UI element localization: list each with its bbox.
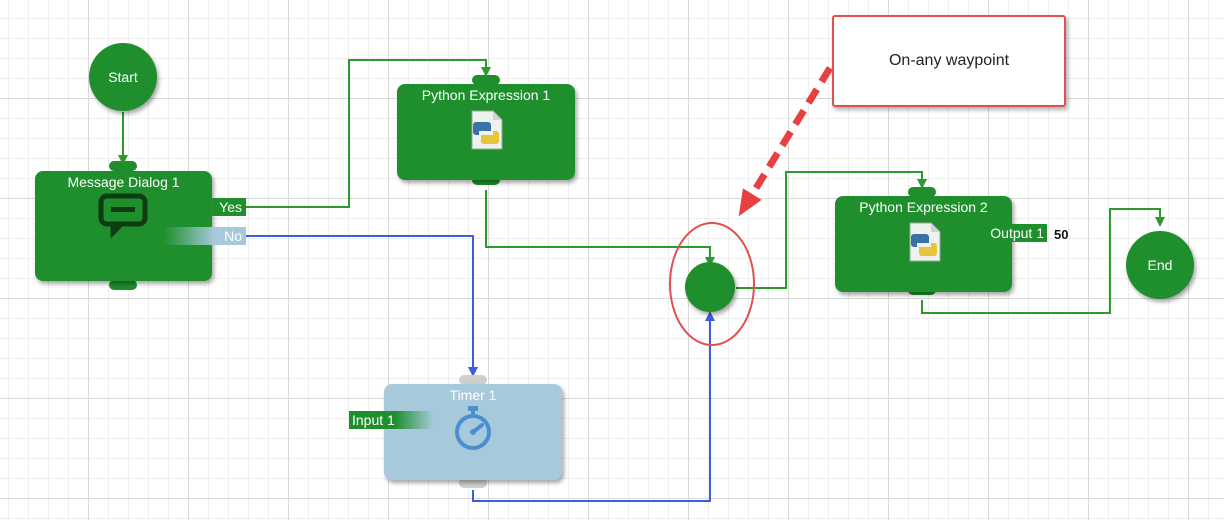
python-expression-2-output-port[interactable]: Output 1 (960, 224, 1047, 242)
message-dialog-input-connector[interactable] (109, 161, 137, 171)
python-file-icon (471, 110, 503, 150)
message-dialog-title: Message Dialog 1 (67, 174, 180, 190)
annotation-dashed-arrow (738, 66, 833, 217)
end-node[interactable]: End (1126, 231, 1194, 299)
output-value: 50 (1054, 227, 1069, 242)
timer-node[interactable]: Timer 1 (384, 384, 562, 480)
timer-input-port[interactable]: Input 1 (349, 411, 433, 429)
start-node[interactable]: Start (89, 43, 157, 111)
timer-output-connector[interactable] (459, 478, 487, 488)
wire-waypoint-to-python-expression-2[interactable] (736, 171, 927, 289)
start-label: Start (108, 69, 138, 85)
wire-python-expression-1-to-waypoint[interactable] (485, 190, 715, 267)
input-port-label: Input 1 (352, 412, 395, 428)
message-dialog-no-port[interactable]: No (164, 227, 246, 245)
python-expression-1-input-connector[interactable] (472, 75, 500, 85)
timer-input-connector[interactable] (459, 375, 487, 385)
timer-title: Timer 1 (449, 387, 497, 403)
annotation-callout: On-any waypoint (832, 15, 1066, 107)
message-dialog-yes-port[interactable]: Yes (164, 198, 246, 216)
no-port-label: No (224, 228, 242, 244)
waypoint-highlight-ellipse (669, 222, 755, 346)
annotation-text: On-any waypoint (888, 52, 1010, 69)
any-waypoint-node[interactable] (685, 262, 735, 312)
python-expression-1-output-connector[interactable] (472, 175, 500, 185)
message-dialog-node[interactable]: Message Dialog 1 (35, 171, 212, 281)
stopwatch-icon (455, 406, 491, 450)
python-file-icon (909, 222, 941, 262)
python-expression-1-node[interactable]: Python Expression 1 (397, 84, 575, 180)
python-expression-2-input-connector[interactable] (908, 187, 936, 197)
python-expression-2-node[interactable]: Python Expression 2 (835, 196, 1012, 292)
wire-no-to-timer[interactable] (246, 235, 478, 377)
output-port-label: Output 1 (990, 225, 1044, 241)
wire-python-expression-2-to-end[interactable] (921, 208, 1165, 314)
message-dialog-bottom-connector[interactable] (109, 280, 137, 290)
wire-yes-to-python-expression-1[interactable] (246, 59, 491, 208)
chat-bubble-icon (98, 193, 148, 239)
python-expression-2-title: Python Expression 2 (859, 199, 988, 215)
end-label: End (1147, 257, 1173, 273)
python-expression-1-title: Python Expression 1 (421, 87, 551, 103)
yes-port-label: Yes (219, 199, 242, 215)
wire-timer-to-waypoint[interactable] (472, 311, 715, 502)
